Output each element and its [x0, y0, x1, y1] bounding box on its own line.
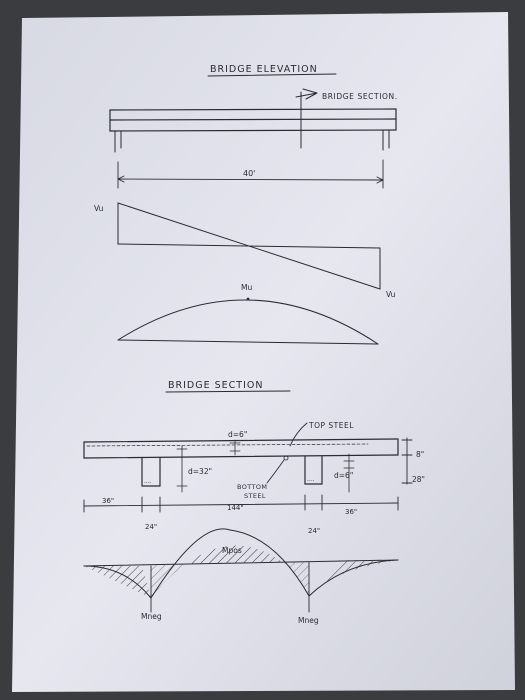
moment-label: Mu — [241, 283, 252, 292]
top-steel-leader — [289, 422, 308, 447]
bottom-steel-leader — [266, 459, 285, 484]
dim-28-label: 28" — [412, 475, 425, 484]
d-right-label: d=6" — [334, 471, 353, 480]
span-label: 40' — [243, 169, 255, 178]
right-girder-stem: .... — [304, 455, 323, 485]
section-marker-label: BRIDGE SECTION. — [322, 92, 398, 101]
transverse-moment-diagram — [83, 528, 399, 613]
left-girder-stem: .... — [141, 457, 161, 487]
shear-diagram — [117, 202, 381, 290]
m-neg-left-label: Mneg — [141, 612, 162, 621]
bridge-deck — [109, 108, 397, 132]
bottom-steel-label-1: BOTTOM — [237, 483, 267, 491]
dim-144-label: 144" — [227, 504, 244, 512]
depth-dimensions — [401, 437, 413, 485]
deck-slab — [83, 438, 399, 459]
span-dimension — [117, 159, 384, 189]
dim-24-left-label: 24" — [145, 523, 157, 531]
right-support — [382, 129, 390, 151]
dim-36-right-label: 36" — [345, 508, 357, 516]
svg-text:....: .... — [307, 476, 315, 483]
width-dimensions — [83, 494, 399, 513]
left-support — [114, 130, 122, 153]
top-steel-label: TOP STEEL — [308, 421, 354, 430]
dim-36-left-label: 36" — [102, 497, 114, 505]
moment-diagram — [117, 297, 379, 345]
paper-sheet — [12, 12, 515, 692]
elevation-title: BRIDGE ELEVATION — [210, 64, 318, 75]
section-title: BRIDGE SECTION — [168, 380, 263, 391]
shear-left-label: Vu — [94, 204, 104, 213]
shear-right-label: Vu — [386, 290, 396, 299]
m-pos-label: Mpos — [222, 546, 242, 555]
svg-text:....: .... — [144, 478, 152, 485]
d-top-label: d=6" — [228, 430, 247, 439]
dim-24-right-label: 24" — [308, 527, 320, 535]
d-32-label: d=32" — [188, 467, 212, 476]
m-neg-right-label: Mneg — [298, 616, 319, 625]
dim-8-label: 8" — [416, 450, 424, 459]
bottom-steel-label-2: STEEL — [244, 492, 266, 500]
